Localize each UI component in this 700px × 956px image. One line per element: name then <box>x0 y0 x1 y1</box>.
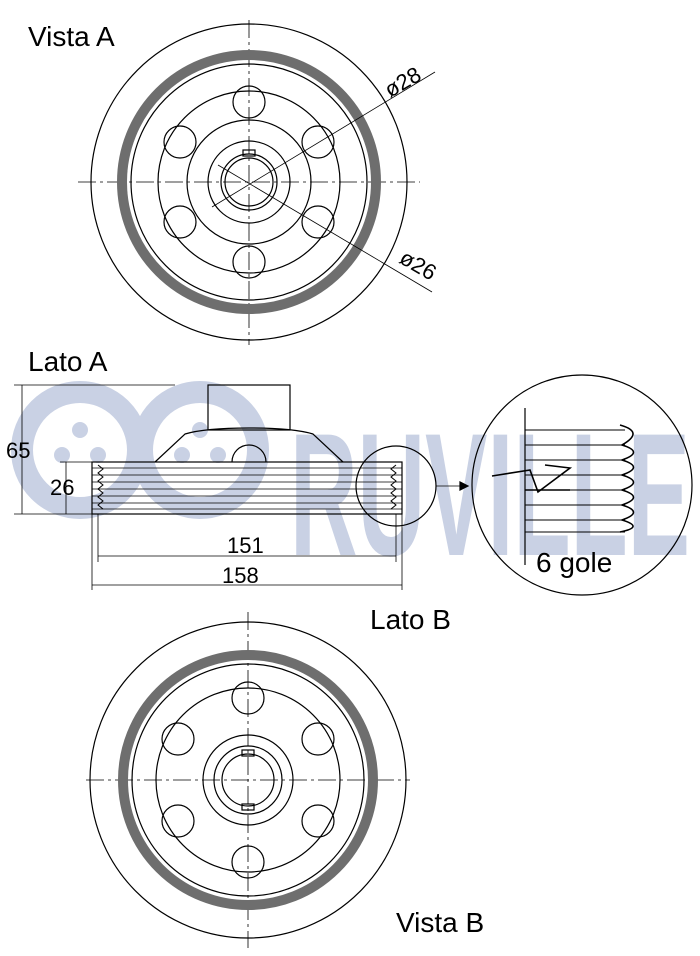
dimension-dia-28: ø28 <box>380 62 425 103</box>
ruville-logo-dots <box>54 422 226 463</box>
bolt-hole <box>161 722 195 756</box>
dimension-dia-26: ø26 <box>396 245 441 286</box>
dimension-height-belt: 26 <box>50 475 74 500</box>
damper-ring <box>117 50 381 314</box>
bolt-hole <box>161 804 195 838</box>
bolt-hole <box>301 804 335 838</box>
bolt-hole <box>231 845 265 879</box>
dimension-width-inner: 151 <box>227 533 264 558</box>
outer-rim <box>90 23 408 341</box>
watermark-text: RUVILLE <box>290 398 690 593</box>
bolt-hole <box>163 125 197 159</box>
belt-grooves <box>92 467 402 510</box>
bolt-hole <box>301 125 335 159</box>
vista-b-label: Vista B <box>396 907 484 938</box>
detail-circle <box>471 374 693 596</box>
groove-detail-view <box>471 374 693 596</box>
dimension-lines <box>14 384 403 590</box>
bolt-hole <box>232 245 266 279</box>
hub-flange <box>154 427 344 463</box>
damper-ring <box>118 650 378 910</box>
lato-a-label: Lato A <box>28 346 108 377</box>
hub-bore <box>221 753 275 807</box>
bolt-holes <box>161 681 335 879</box>
hub-boss <box>207 384 291 431</box>
bolt-hole <box>301 722 335 756</box>
dimension-leader-28 <box>211 71 436 208</box>
dimension-height-total: 65 <box>6 438 30 463</box>
hub-bore <box>220 153 278 211</box>
lato-b-label: Lato B <box>370 604 451 635</box>
bolt-hole <box>232 85 266 119</box>
bolt-hole <box>163 205 197 239</box>
grooves-label: 6 gole <box>536 547 612 578</box>
vista-a-view <box>78 20 436 345</box>
dimension-leader-26 <box>217 164 433 293</box>
vista-b-view <box>86 612 410 948</box>
dimension-width-outer: 158 <box>222 563 259 588</box>
pulley-body <box>91 461 403 515</box>
outer-rim <box>89 621 407 939</box>
bolt-hole <box>231 681 265 715</box>
vista-a-label: Vista A <box>28 21 115 52</box>
bolt-holes <box>163 85 335 279</box>
groove-profile <box>619 424 635 533</box>
side-view <box>14 384 470 590</box>
bolt-hole <box>301 205 335 239</box>
